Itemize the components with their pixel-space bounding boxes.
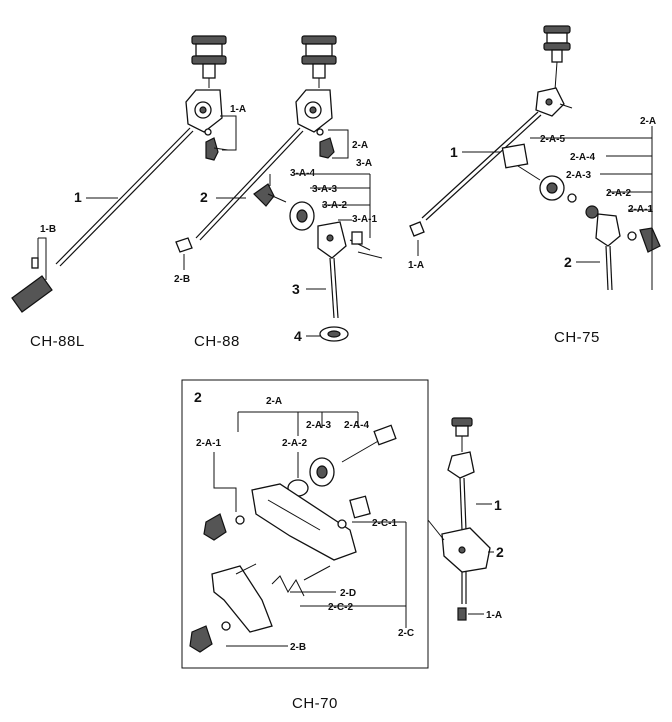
ch75-cymbal-top	[543, 25, 571, 91]
ch75-label-2a4: 2-A-4	[570, 152, 595, 163]
ch70-number-1: 1	[494, 497, 502, 513]
ch70-box-number-2: 2	[194, 389, 202, 405]
ch88l-rod-end-cap	[11, 257, 53, 313]
ch88l-label-1a: 1-A	[230, 104, 246, 115]
ch88l-cymbal-top	[191, 35, 227, 88]
ch75-label-2a5: 2-A-5	[540, 134, 565, 145]
ch70-label-2a4: 2-A-4	[344, 420, 369, 431]
ch75-label-2a3: 2-A-3	[566, 170, 591, 181]
ch88l-tilter-knuckle	[185, 89, 223, 133]
ch70-label-2b: 2-B	[290, 642, 306, 653]
ch88-label-3a2: 3-A-2	[322, 200, 347, 211]
ch70-label-2a2: 2-A-2	[282, 438, 307, 449]
ch70-assembly: 1 2 1-A	[427, 417, 504, 621]
ch75-vertical-rod	[605, 245, 609, 291]
ch70-clamp-body	[441, 527, 491, 573]
ch88-boom-rod	[195, 127, 301, 239]
ch75-label-2a2: 2-A-2	[606, 188, 631, 199]
ch88l-number-1: 1	[74, 189, 82, 205]
ch70-label-2d: 2-D	[340, 588, 356, 599]
ch88-number-2: 2	[200, 189, 208, 205]
ch70-tilter-parts	[189, 424, 397, 653]
ch88-number-4: 4	[294, 328, 302, 344]
model-label-ch75: CH-75	[554, 329, 600, 346]
ch88l-assembly: 1-A 1-B 1	[11, 35, 246, 313]
ch88-label-3a1: 3-A-1	[352, 214, 377, 225]
ch88-wing-bolt	[316, 128, 335, 159]
ch75-rod-end-cap	[409, 221, 425, 237]
ch88-tilter-parts	[253, 183, 383, 259]
ch88-vertical-rod	[329, 257, 335, 319]
ch70-label-2a: 2-A	[266, 396, 282, 407]
ch88-rod-end-cap	[175, 237, 193, 253]
ch70-label-2a3: 2-A-3	[306, 420, 331, 431]
ch70-label-2c: 2-C	[398, 628, 414, 639]
ch70-label-2c1: 2-C-1	[372, 518, 397, 529]
ch88-number-3: 3	[292, 281, 300, 297]
ch75-tilter-knuckle	[535, 87, 573, 117]
ch88-label-3a3: 3-A-3	[312, 184, 337, 195]
ch88l-wing-bolt	[204, 128, 229, 161]
ch88-cymbal-top	[301, 35, 337, 88]
model-label-ch70: CH-70	[292, 695, 338, 712]
ch88l-boom-rod	[55, 127, 191, 265]
ch88-label-2b: 2-B	[174, 274, 190, 285]
ch70-cymbal-top	[447, 417, 475, 479]
ch88l-label-1b: 1-B	[40, 224, 56, 235]
ch70-detail-box: 2 2-A 2-A-1 2-A-2 2-A-3 2-A-4	[181, 379, 429, 669]
ch88-label-3a: 3-A	[356, 158, 372, 169]
ch75-label-2a: 2-A	[640, 116, 656, 127]
ch70-rod-end-cap	[457, 607, 467, 621]
model-label-ch88l: CH-88L	[30, 333, 85, 350]
ch70-label-1a: 1-A	[486, 610, 502, 621]
ch88-tilter-knuckle	[295, 89, 333, 133]
model-label-ch88: CH-88	[194, 333, 240, 350]
ch70-boom-rod	[459, 477, 463, 531]
ch75-boom-rod	[421, 111, 539, 219]
ch75-number-1: 1	[450, 144, 458, 160]
ch88-label-2a: 2-A	[352, 140, 368, 151]
ch88-assembly: 2-A 3-A 3-A-4 3-A-3 3-A-2 3-A-1 2-B 2 3 …	[174, 35, 383, 344]
ch70-label-2a1: 2-A-1	[196, 438, 221, 449]
ch88-label-3a4: 3-A-4	[290, 168, 315, 179]
ch70-label-2c2: 2-C-2	[328, 602, 353, 613]
ch70-number-2: 2	[496, 544, 504, 560]
ch75-label-1a: 1-A	[408, 260, 424, 271]
ch75-tilter-parts	[501, 143, 661, 253]
ch75-number-2: 2	[564, 254, 572, 270]
ch75-assembly: 1 2-A 2-A-5 2-A-4 2-A-3 2-A-2 2-A-1 1-A …	[408, 25, 661, 291]
ch75-label-2a1: 2-A-1	[628, 204, 653, 215]
ch88-stopper-clamp	[319, 326, 349, 342]
